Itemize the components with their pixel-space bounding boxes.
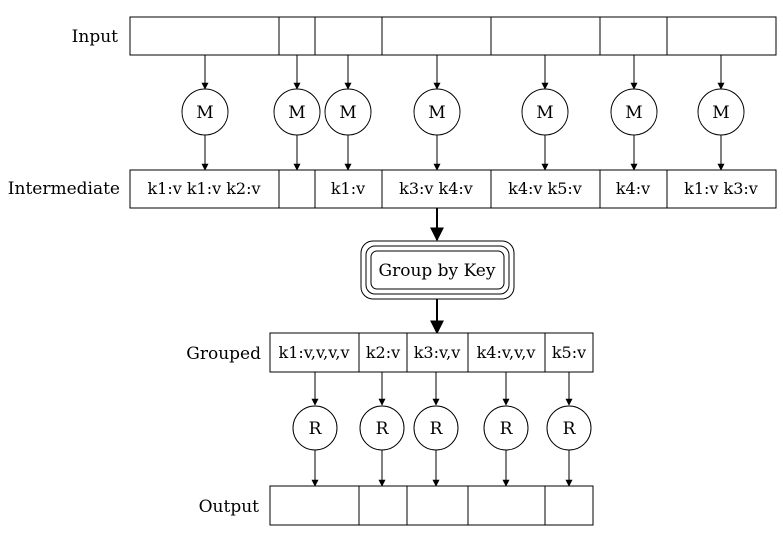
intermediate-cell [599,169,668,209]
map-node: M [413,88,461,136]
grouped-cell-text: k1:v,v,v,v [279,343,350,362]
input-cell [490,16,601,56]
intermediate-cell [129,169,280,209]
grouped-cell [544,332,594,373]
reduce-node: R [546,405,592,451]
map-node-label: M [625,103,642,123]
intermediate-cell [278,169,316,209]
map-node: M [273,88,321,136]
intermediate-cell [381,169,492,209]
grouped-cell [358,332,408,373]
intermediate-cell [314,169,383,209]
input-cell [278,16,316,56]
intermediate-cell-text: k4:v k5:v [508,179,582,198]
map-node: M [324,88,372,136]
intermediate-cell-text: k3:v k4:v [399,179,473,198]
map-node-label: M [536,103,553,123]
reduce-node-label: R [563,419,577,439]
grouped-cell-text: k3:v,v [414,343,461,362]
input-row-label: Input [72,27,118,47]
grouped-row: k1:v,v,v,v k2:v k3:v,v k4:v,v,v k5:v [269,332,594,373]
reduce-node-label: R [376,419,390,439]
output-row [269,485,594,526]
grouped-cell [406,332,469,373]
input-cell [599,16,668,56]
intermediate-cell [666,169,777,209]
output-cell [467,485,546,526]
output-cell [269,485,360,526]
output-row-label: Output [199,497,260,517]
output-cell [406,485,469,526]
map-node: M [521,88,569,136]
reduce-node-label: R [309,419,323,439]
intermediate-cell [490,169,601,209]
input-cell [129,16,280,56]
grouped-row-label: Grouped [186,344,261,364]
map-node-label: M [196,103,213,123]
map-node: M [610,88,658,136]
input-row [129,16,777,56]
intermediate-cell-text: k1:v k3:v [684,179,758,198]
grouped-cell-text: k4:v,v,v [477,343,536,362]
reduce-node-label: R [500,419,514,439]
intermediate-cell-text: k1:v k1:v k2:v [147,179,260,198]
intermediate-cell-text: k1:v [331,179,365,198]
group-by-key-box: Group by Key [360,240,515,300]
grouped-cell-text: k2:v [366,343,400,362]
intermediate-row: k1:v k1:v k2:v k1:v k3:v k4:v k4:v k5:v … [129,169,777,209]
map-node-label: M [428,103,445,123]
intermediate-row-label: Intermediate [8,179,120,199]
map-node: M [697,88,745,136]
reduce-node: R [483,405,529,451]
grouped-cell [269,332,360,373]
map-node-label: M [712,103,729,123]
map-node: M [181,88,229,136]
output-cell [358,485,408,526]
input-cell [381,16,492,56]
grouped-cell-text: k5:v [552,343,586,362]
reduce-node: R [359,405,405,451]
reduce-node: R [292,405,338,451]
reduce-to-output-arrows [311,450,573,487]
intermediate-cell-text: k4:v [616,179,650,198]
reduce-node-label: R [430,419,444,439]
map-to-intermediate-arrows [201,135,725,171]
input-cell [314,16,383,56]
reduce-node: R [413,405,459,451]
group-by-key-label: Group by Key [379,261,496,281]
input-to-map-arrows [201,55,725,90]
grouped-to-reduce-arrows [311,372,573,406]
output-cell [544,485,594,526]
grouped-cell [467,332,546,373]
map-node-label: M [288,103,305,123]
map-node-label: M [339,103,356,123]
input-cell [666,16,777,56]
